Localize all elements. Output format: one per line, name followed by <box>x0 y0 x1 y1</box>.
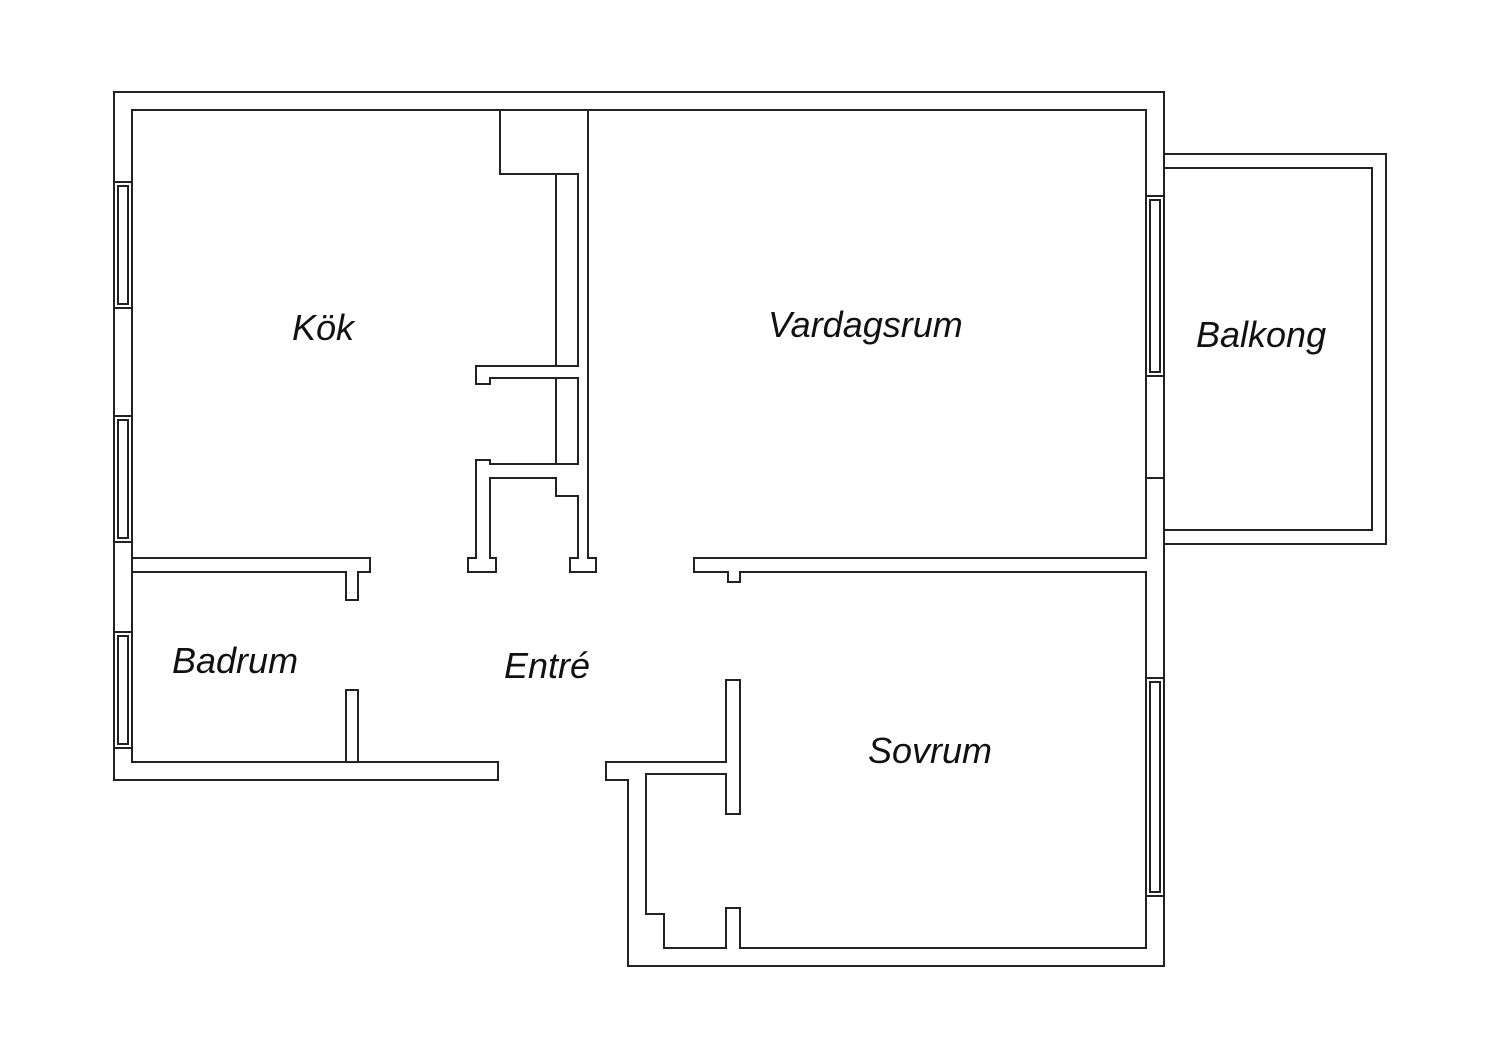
wall-bathroom-right <box>345 689 359 763</box>
balcony-wall <box>1163 153 1387 545</box>
window-bedroom-pane <box>1149 681 1161 893</box>
window-living-room-pane <box>1149 199 1161 373</box>
room-label-hallway: Entré <box>504 645 590 686</box>
room-label-kitchen: Kök <box>292 307 356 348</box>
wall-kitchen-bathroom <box>131 557 371 601</box>
room-label-balcony: Balkong <box>1196 314 1326 355</box>
kitchen-partition-top <box>467 109 597 573</box>
window-kitchen-upper-pane <box>117 185 129 305</box>
window-kitchen-lower-pane <box>117 419 129 539</box>
wall-living-bedroom <box>605 477 1165 967</box>
room-label-living-room: Vardagsrum <box>768 304 963 345</box>
room-label-bathroom: Badrum <box>172 640 298 681</box>
window-bathroom-pane <box>117 635 129 745</box>
room-label-bedroom: Sovrum <box>868 730 992 771</box>
